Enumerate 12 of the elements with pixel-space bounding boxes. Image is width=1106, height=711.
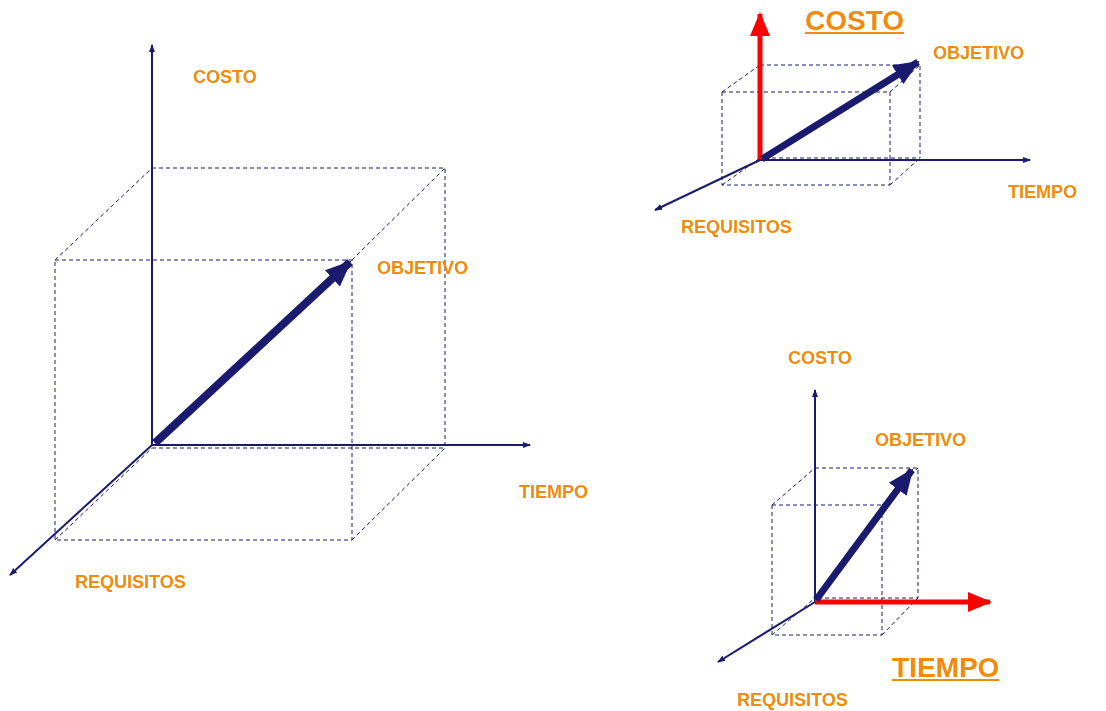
axis-label: REQUISITOS [681, 216, 792, 238]
axis-label: REQUISITOS [75, 571, 186, 593]
axis-label: REQUISITOS [737, 689, 848, 711]
axis-label: COSTO [805, 4, 905, 38]
axis-label: TIEMPO [892, 651, 1000, 685]
axis-label: TIEMPO [1008, 181, 1077, 203]
axis-label: OBJETIVO [875, 429, 967, 451]
axis-label: OBJETIVO [377, 257, 469, 279]
axis-label: TIEMPO [519, 481, 588, 503]
axis-label: OBJETIVO [933, 42, 1025, 64]
axis-label: COSTO [193, 66, 257, 88]
axis-label: COSTO [788, 347, 852, 369]
